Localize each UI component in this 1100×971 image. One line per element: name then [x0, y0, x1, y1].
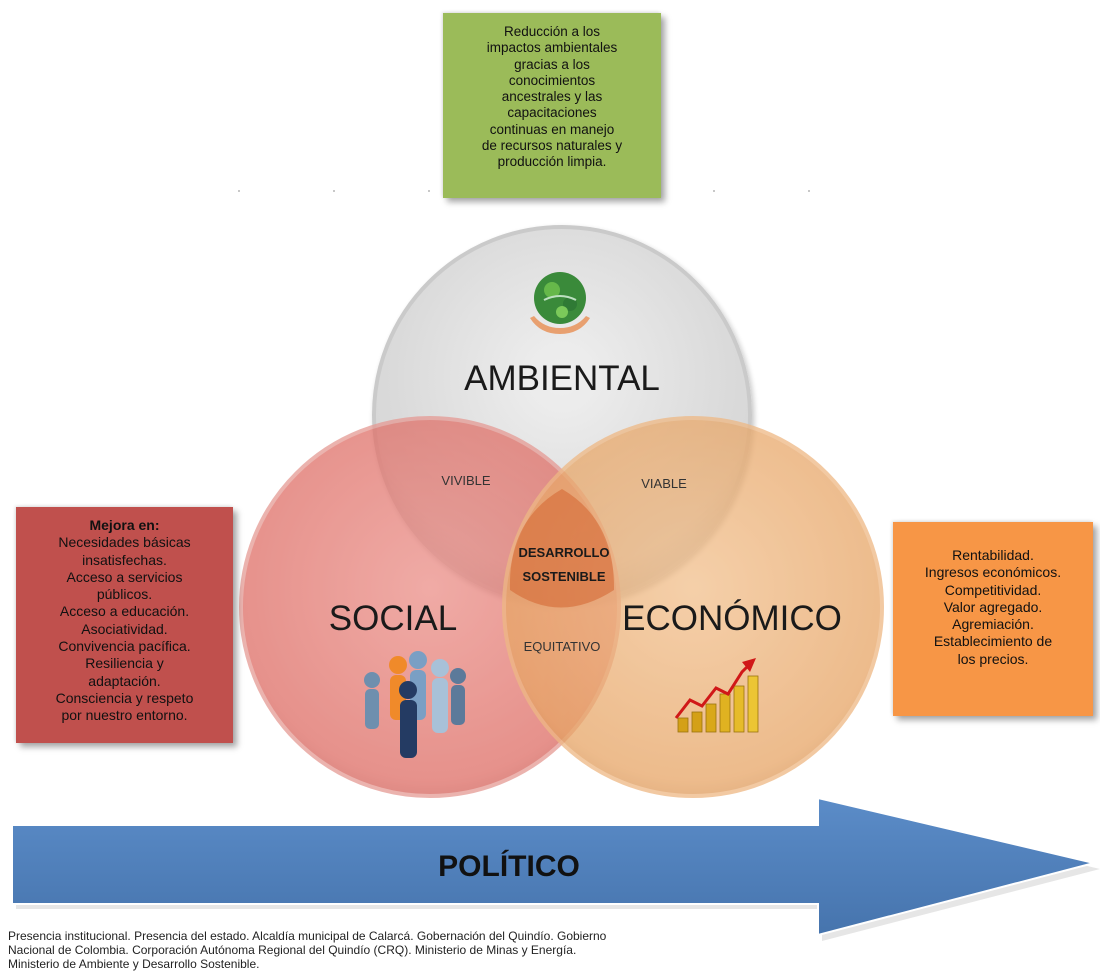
eco-line: Competitividad. [944, 581, 1042, 598]
social-line: Convivencia pacífica. [58, 638, 191, 655]
social-line: Resiliencia y [85, 655, 164, 672]
center-label-line1: DESARROLLO [519, 545, 610, 560]
divider-dot [713, 190, 715, 192]
social-line: Necesidades básicas [58, 534, 191, 551]
footer-line: Ministerio de Ambiente y Desarrollo Sost… [8, 957, 260, 971]
social-line: Acceso a educación. [59, 603, 190, 620]
social-line: Consciencia y respeto [55, 689, 194, 706]
social-line: públicos. [96, 586, 153, 603]
social-box-heading: Mejora en: [89, 517, 160, 533]
social-line: Acceso a servicios [66, 568, 183, 585]
social-line: adaptación. [88, 672, 161, 689]
viable-label: VIABLE [641, 476, 687, 491]
footer-line: Nacional de Colombia. Corporación Autóno… [8, 943, 577, 957]
divider-dot [808, 190, 810, 192]
center-overlap [509, 489, 615, 608]
social-box: Mejora en: Necesidades básicas insatisfe… [16, 507, 233, 743]
social-line: insatisfechas. [82, 551, 167, 568]
social-line: por nuestro entorno. [61, 707, 188, 724]
divider-dot [428, 190, 430, 192]
divider-dot [238, 190, 240, 192]
politico-arrow-body [11, 796, 1095, 937]
people-group-icon [364, 651, 466, 758]
social-label: SOCIAL [329, 599, 457, 638]
economico-circle [502, 416, 884, 798]
vivible-label: VIVIBLE [441, 473, 490, 488]
equitativo-label: EQUITATIVO [524, 639, 601, 654]
env-line: gracias a los [514, 56, 590, 72]
center-label-line2: SOSTENIBLE [522, 569, 605, 584]
eco-line: Valor agregado. [943, 598, 1043, 615]
social-line: Asociatividad. [81, 620, 168, 637]
env-line: de recursos naturales y [481, 138, 623, 154]
env-line: conocimientos [508, 72, 596, 88]
eco-line: Agremiación. [952, 616, 1034, 633]
economic-box: Rentabilidad. Ingresos económicos. Compe… [893, 522, 1093, 716]
footer-text: Presencia institucional. Presencia del e… [8, 929, 808, 971]
env-line: producción limpia. [497, 154, 607, 170]
env-line: continuas en manejo [489, 121, 615, 137]
footer-line: Presencia institucional. Presencia del e… [8, 929, 607, 943]
env-line: ancestrales y las [501, 89, 603, 105]
rising-coins-chart-icon [674, 658, 759, 733]
eco-line: Establecimiento de [933, 633, 1053, 650]
globe-in-hands-icon [530, 272, 590, 334]
env-line: capacitaciones [507, 105, 597, 121]
politico-label: POLÍTICO [438, 849, 580, 883]
ambiental-label: AMBIENTAL [464, 359, 660, 398]
eco-line: Rentabilidad. [952, 547, 1034, 563]
eco-line: los precios. [957, 650, 1029, 667]
environmental-box: Reducción a los impactos ambientales gra… [443, 13, 661, 198]
eco-line: Ingresos económicos. [924, 564, 1062, 581]
economico-label: ECONÓMICO [622, 599, 842, 638]
env-line: Reducción a los [503, 24, 601, 39]
divider-dot [333, 190, 335, 192]
env-line: impactos ambientales [486, 40, 618, 56]
